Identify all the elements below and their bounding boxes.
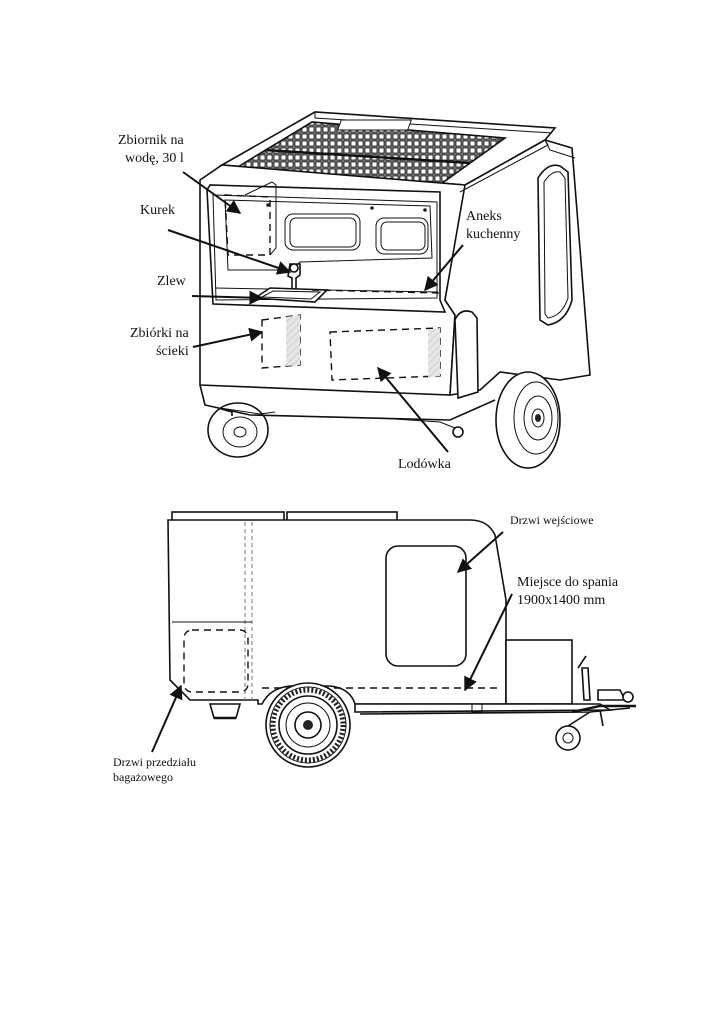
label-waste-tanks: Zbiórki na ścieki [130, 325, 189, 360]
fridge [329, 327, 441, 381]
main-wheel [265, 682, 351, 768]
arrow-tap [167, 229, 292, 275]
waste-tanks [261, 314, 301, 369]
label-waste-tanks-line1: Zbiórki na [130, 326, 189, 341]
label-kitchen-line1: Aneks [466, 209, 502, 224]
arrow-entry-door [456, 531, 504, 573]
arrow-kitchen [424, 244, 464, 292]
label-kitchen: Aneks kuchenny [466, 208, 520, 243]
side-view-trailer [167, 511, 636, 768]
label-sleeping-area: Miejsce do spania 1900x1400 mm [517, 574, 618, 609]
side-window [537, 164, 573, 326]
label-luggage-door: Drzwi przedziału bagażowego [113, 755, 196, 785]
arrow-water-tank [182, 171, 242, 214]
label-water-tank-line2: wodę, 30 l [125, 150, 184, 166]
perspective-trailer [199, 111, 591, 469]
front-right-wheel [495, 371, 561, 469]
arrow-fridge [377, 366, 449, 453]
label-sink: Zlew [157, 274, 186, 289]
label-luggage-door-line1: Drzwi przedziału [113, 755, 196, 769]
luggage-door [183, 629, 249, 693]
water-tank [224, 181, 277, 256]
label-entry-door: Drzwi wejściowe [510, 513, 594, 527]
label-sleeping-area-line1: Miejsce do spania [517, 575, 619, 590]
arrow-luggage-door [151, 684, 183, 753]
label-water-tank: Zbiornik na wodę, 30 l [118, 132, 184, 167]
label-tap: Kurek [140, 203, 175, 218]
label-kitchen-line2: kuchenny [466, 226, 521, 242]
rear-left-wheel [207, 402, 269, 458]
jockey-wheel [555, 711, 591, 751]
arrow-sink [191, 290, 264, 305]
label-sleeping-area-line2: 1900x1400 mm [517, 592, 606, 608]
label-fridge: Lodówka [398, 457, 451, 472]
label-waste-tanks-line2: ścieki [156, 343, 189, 359]
entry-door-window [385, 545, 467, 667]
label-water-tank-line1: Zbiornik na [118, 133, 184, 148]
arrow-waste-tanks [192, 327, 264, 348]
label-luggage-door-line2: bagażowego [113, 770, 173, 784]
arrow-sleeping-area [464, 593, 513, 692]
